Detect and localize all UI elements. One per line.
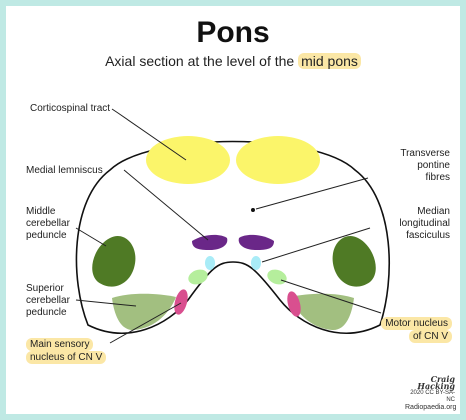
transverse-fibres-pointer-dot xyxy=(251,208,255,212)
label-mlf-line-2: longitudinal xyxy=(360,218,450,230)
label-scp-line-2: cerebellar xyxy=(26,295,70,307)
label-motor-line-1: Motor nucleus xyxy=(381,317,452,330)
label-medial-lemniscus: Medial lemniscus xyxy=(26,165,103,177)
label-mlf-line-1: Median xyxy=(360,206,450,218)
label-transverse-pontine-fibres: Transverse pontine fibres xyxy=(360,148,450,184)
label-main-sensory-line-1: Main sensory xyxy=(26,338,93,351)
label-median-longitudinal-fasciculus: Median longitudinal fasciculus xyxy=(360,206,450,242)
label-mlf-line-3: fasciculus xyxy=(360,230,450,242)
corticospinal-tract-right xyxy=(236,136,320,184)
credit-block: Craig Hacking 2020 CC BY-SA-NC Radiopaed… xyxy=(405,376,455,411)
label-main-sensory-line-2: nucleus of CN V xyxy=(26,351,106,364)
credit-license: 2020 CC BY-SA-NC xyxy=(410,390,455,403)
corticospinal-tract-left xyxy=(146,136,230,184)
credit-site: Radiopaedia.org xyxy=(405,404,455,411)
credit-signature: Craig Hacking xyxy=(405,376,455,390)
superior-cerebellar-peduncle-left xyxy=(112,294,176,330)
label-motor-line-2: of CN V xyxy=(409,330,452,343)
label-superior-cerebellar-peduncle: Superior cerebellar peduncle xyxy=(26,283,70,319)
label-scp-line-1: Superior xyxy=(26,283,70,295)
medial-longitudinal-fasciculus-right xyxy=(251,256,261,270)
medial-longitudinal-fasciculus-left xyxy=(205,256,215,270)
label-transverse-line-3: fibres xyxy=(360,172,450,184)
label-scp-line-3: peduncle xyxy=(26,307,70,319)
label-mcp-line-1: Middle xyxy=(26,206,70,218)
label-mcp-line-3: peduncle xyxy=(26,230,70,242)
label-motor-nucleus: Motor nucleus of CN V xyxy=(360,318,452,343)
label-mcp-line-2: cerebellar xyxy=(26,218,70,230)
label-main-sensory-nucleus: Main sensory nucleus of CN V xyxy=(26,339,106,364)
label-middle-cerebellar-peduncle: Middle cerebellar peduncle xyxy=(26,206,70,242)
label-corticospinal-tract: Corticospinal tract xyxy=(30,103,110,115)
label-transverse-line-2: pontine xyxy=(360,160,450,172)
label-transverse-line-1: Transverse xyxy=(360,148,450,160)
